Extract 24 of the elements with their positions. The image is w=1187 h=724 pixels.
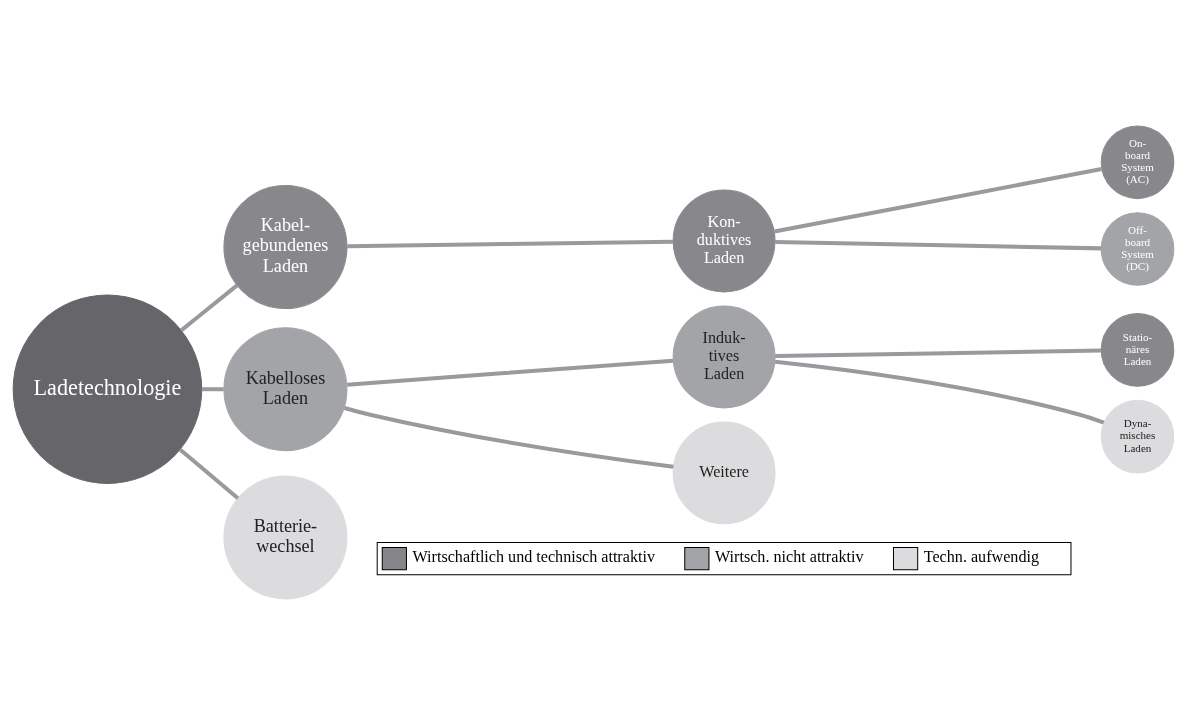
connector <box>178 447 240 500</box>
node-circle: On- board System (AC) <box>1100 125 1175 199</box>
connector <box>180 283 239 332</box>
legend-label: Techn. aufwendig <box>923 547 1040 565</box>
connector <box>201 386 224 391</box>
legend-label: Wirtsch. nicht attraktiv <box>715 547 864 565</box>
node-circle: Induk- tives Laden <box>672 305 776 408</box>
connector <box>774 359 1105 425</box>
connector <box>343 405 674 469</box>
node-circle: Statio- näres Laden <box>1100 312 1175 387</box>
node-circle: Dyna- misches Laden <box>1100 399 1175 473</box>
connector <box>347 239 674 248</box>
node-circle: Kabel- gebundenes Laden <box>223 184 348 309</box>
node-circle: Ladetechnologie <box>12 293 203 484</box>
node-circle: Batterie- wechsel <box>223 474 348 599</box>
connector <box>773 166 1102 234</box>
legend-label: Wirtschaftlich und technisch attraktiv <box>412 547 655 565</box>
node-circle: Kon- duktives Laden <box>672 189 776 292</box>
node-circle: Weitere <box>672 421 776 524</box>
connector <box>347 358 674 387</box>
connector <box>775 239 1102 250</box>
node-circle: Off- board System (DC) <box>1100 211 1175 286</box>
node-circle: Kabelloses Laden <box>223 326 348 451</box>
connector <box>775 348 1102 358</box>
